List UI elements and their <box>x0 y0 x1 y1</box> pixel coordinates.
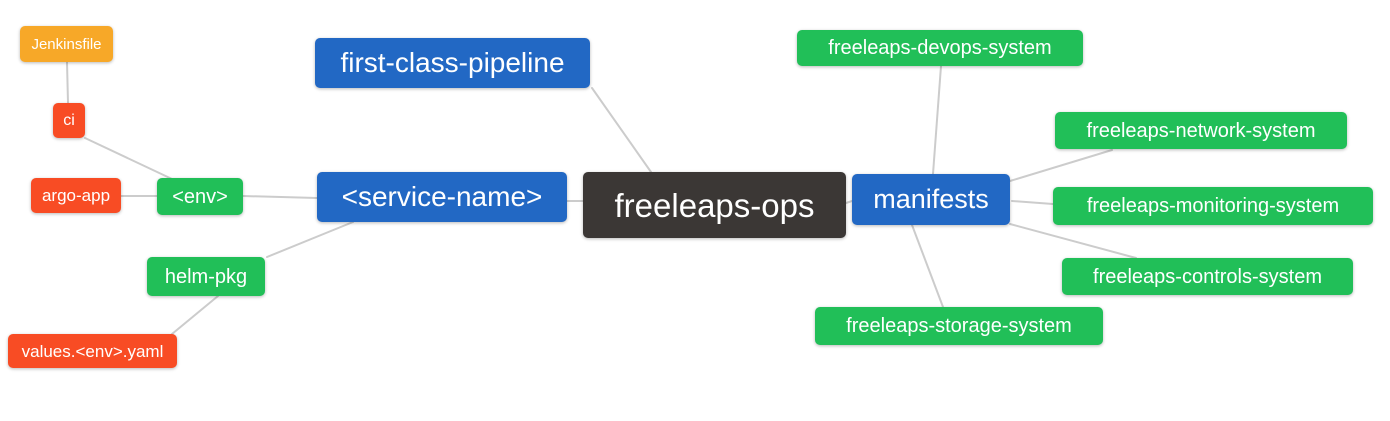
node-env[interactable]: <env> <box>157 178 243 215</box>
edge-jenkinsfile-ci <box>66 61 69 104</box>
edge-manifests-freeleaps-storage-system <box>911 224 944 308</box>
edge-env-service-name <box>242 195 318 199</box>
node-ci[interactable]: ci <box>53 103 85 138</box>
edge-values-env-yaml-helm-pkg <box>171 295 219 335</box>
node-freeleaps-controls-system[interactable]: freeleaps-controls-system <box>1062 258 1353 295</box>
node-freeleaps-ops[interactable]: freeleaps-ops <box>583 172 846 238</box>
node-service-name[interactable]: <service-name> <box>317 172 567 222</box>
node-argo-app[interactable]: argo-app <box>31 178 121 213</box>
node-values-env-yaml[interactable]: values.<env>.yaml <box>8 334 177 368</box>
edge-manifests-freeleaps-devops-system <box>932 65 942 175</box>
node-freeleaps-network-system[interactable]: freeleaps-network-system <box>1055 112 1347 149</box>
edge-ci-env <box>84 137 173 180</box>
node-freeleaps-devops-system[interactable]: freeleaps-devops-system <box>797 30 1083 66</box>
edge-first-class-pipeline-freeleaps-ops <box>591 87 652 173</box>
edge-manifests-freeleaps-monitoring-system <box>1011 200 1054 205</box>
node-helm-pkg[interactable]: helm-pkg <box>147 257 265 296</box>
node-freeleaps-monitoring-system[interactable]: freeleaps-monitoring-system <box>1053 187 1373 225</box>
node-manifests[interactable]: manifests <box>852 174 1010 225</box>
node-freeleaps-storage-system[interactable]: freeleaps-storage-system <box>815 307 1103 345</box>
edge-manifests-freeleaps-controls-system <box>1009 223 1137 259</box>
node-jenkinsfile[interactable]: Jenkinsfile <box>20 26 113 62</box>
edge-service-name-helm-pkg <box>266 221 354 258</box>
edge-manifests-freeleaps-network-system <box>1009 149 1113 182</box>
node-first-class-pipeline[interactable]: first-class-pipeline <box>315 38 590 88</box>
